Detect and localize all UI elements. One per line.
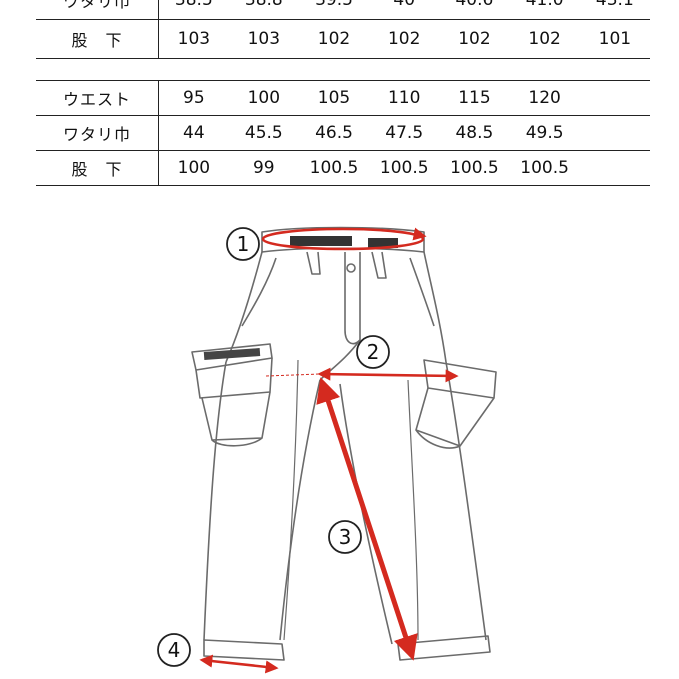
table-cell: 120 — [509, 80, 580, 116]
svg-text:2: 2 — [367, 340, 380, 364]
table-cell: 99 — [228, 150, 299, 186]
table-cell — [579, 150, 650, 186]
table-cell: 38.8 — [228, 0, 299, 20]
table-cell: 100 — [228, 80, 299, 116]
table-cell: 41.0 — [509, 0, 580, 20]
table-cell: 46.5 — [298, 115, 370, 151]
table-cell: 105 — [298, 80, 370, 116]
table-cell — [579, 115, 650, 151]
table-cell: 48.5 — [439, 115, 510, 151]
marker-4: 4 — [157, 633, 191, 667]
svg-text:1: 1 — [237, 232, 250, 256]
row-label-inseam: 股 下 — [36, 19, 159, 59]
row-label-waist: ウエスト — [36, 80, 159, 116]
table-cell: 43.1 — [579, 0, 650, 20]
table-cell: 102 — [369, 19, 440, 59]
marker-1: 1 — [226, 227, 260, 261]
table-row: ワタリ巾 38.5 38.8 39.5 40 40.6 41.0 43.1 — [36, 0, 650, 20]
table-cell: 40.6 — [439, 0, 510, 20]
table-cell: 101 — [579, 19, 650, 59]
table-cell: 100.5 — [369, 150, 440, 186]
table-cell: 38.5 — [158, 0, 229, 20]
table-cell: 39.5 — [298, 0, 370, 20]
table-row: 股 下 100 99 100.5 100.5 100.5 100.5 — [36, 150, 650, 186]
table-row: 股 下 103 103 102 102 102 102 101 — [36, 19, 650, 59]
table-cell: 102 — [509, 19, 580, 59]
table-cell: 100.5 — [298, 150, 370, 186]
table-cell: 102 — [298, 19, 370, 59]
table-cell: 103 — [158, 19, 229, 59]
marker-3: 3 — [328, 520, 362, 554]
table-cell: 100.5 — [439, 150, 510, 186]
table-cell: 47.5 — [369, 115, 440, 151]
table-cell: 103 — [228, 19, 299, 59]
table-cell: 49.5 — [509, 115, 580, 151]
table-cell: 44 — [158, 115, 229, 151]
table-cell: 100 — [158, 150, 229, 186]
table-cell: 110 — [369, 80, 440, 116]
size-table-bottom: ウエスト 95 100 105 110 115 120 ワタリ巾 44 45.5… — [36, 80, 650, 186]
table-cell: 45.5 — [228, 115, 299, 151]
measurement-guide-line — [265, 373, 321, 377]
svg-text:3: 3 — [339, 525, 352, 549]
hem-measure-line — [199, 654, 279, 674]
table-cell: 40 — [369, 0, 440, 20]
marker-2: 2 — [356, 335, 390, 369]
thigh-measure-line — [317, 367, 459, 383]
svg-text:4: 4 — [168, 638, 181, 662]
table-cell: 95 — [158, 80, 229, 116]
table-cell: 115 — [439, 80, 510, 116]
row-label-watari: ワタリ巾 — [36, 0, 159, 20]
row-label-inseam: 股 下 — [36, 150, 159, 186]
size-table-top: ワタリ巾 38.5 38.8 39.5 40 40.6 41.0 43.1 股 … — [36, 0, 650, 59]
table-cell: 102 — [439, 19, 510, 59]
table-cell: 100.5 — [509, 150, 580, 186]
row-label-watari: ワタリ巾 — [36, 115, 159, 151]
inseam-measure-line — [316, 377, 418, 661]
pants-outline — [191, 226, 497, 661]
table-cell — [579, 80, 650, 116]
table-row: ウエスト 95 100 105 110 115 120 — [36, 80, 650, 116]
measurement-arrows — [199, 227, 459, 674]
table-row: ワタリ巾 44 45.5 46.5 47.5 48.5 49.5 — [36, 115, 650, 151]
